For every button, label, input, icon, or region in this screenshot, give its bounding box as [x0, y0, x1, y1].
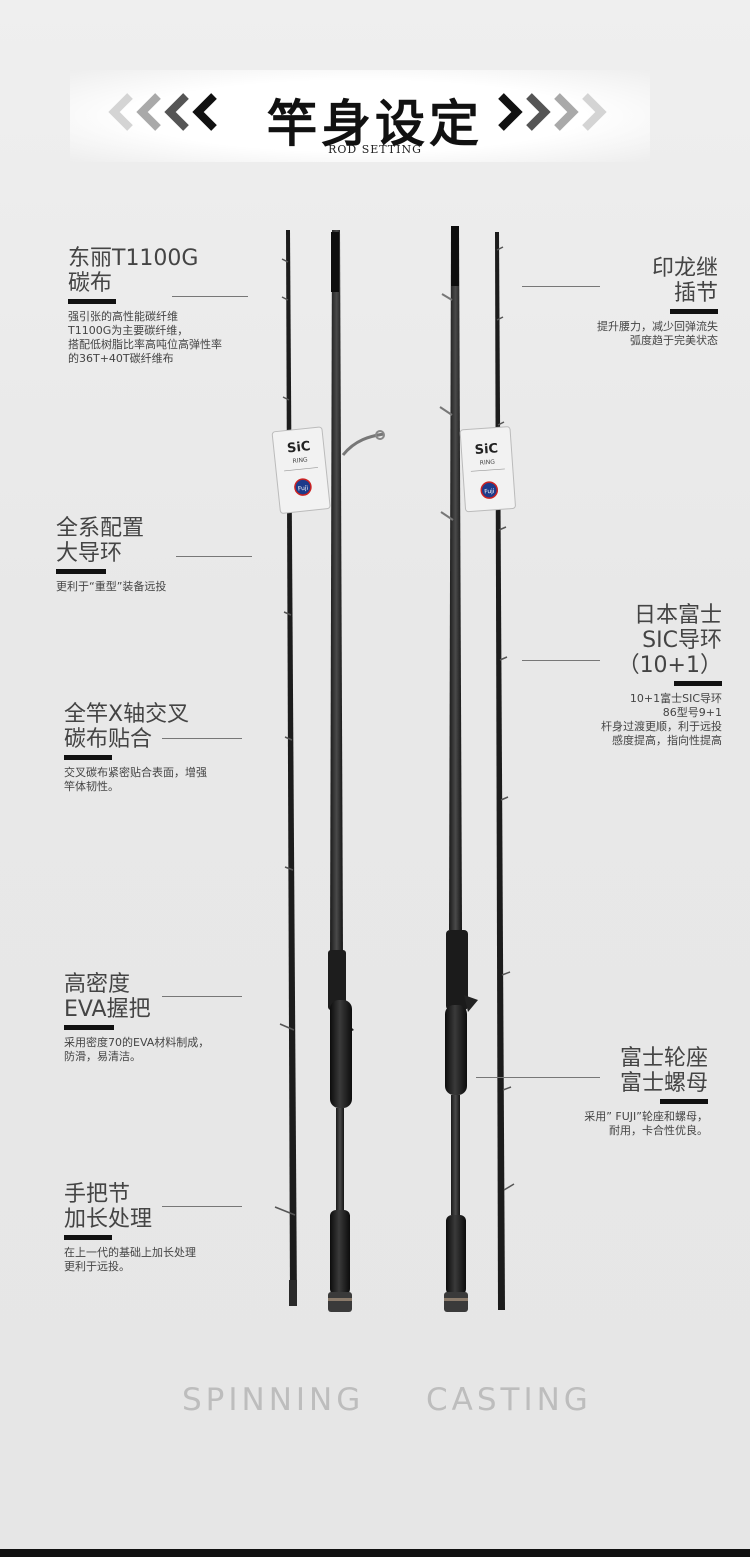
- feature-underline: [56, 569, 106, 574]
- casting-main-section: [439, 226, 478, 1312]
- feature-title: 碳布: [68, 271, 113, 296]
- leader-line: [162, 996, 242, 997]
- feature-desc: 更利于“重型”装备远投: [56, 580, 167, 593]
- feature-title: 高密度: [64, 972, 131, 997]
- tag-right-line1: RING: [480, 459, 496, 467]
- feature-title: 全竿X轴交叉: [64, 702, 190, 727]
- leader-line: [522, 286, 600, 287]
- casting-tip-section: [495, 232, 505, 1310]
- feature-fuji-sic-guides: 日本富士 SIC导环 （10+1） 10+1富士SIC导环 86型号9+1 杆身…: [601, 603, 722, 748]
- tag-right-brand: SiC: [474, 441, 498, 458]
- footer-strip: [0, 1549, 750, 1557]
- feature-underline: [674, 681, 722, 686]
- feature-desc: 交叉碳布紧密贴合表面，增强 竿体韧性。: [64, 766, 207, 793]
- tag-left-brand: SiC: [286, 439, 311, 456]
- feature-underline: [64, 755, 112, 760]
- feature-title: 全系配置: [56, 516, 145, 541]
- feature-title: 手把节: [64, 1182, 131, 1207]
- leader-line: [162, 1206, 242, 1207]
- feature-title: 富士轮座: [619, 1046, 708, 1071]
- leader-line: [476, 1077, 600, 1078]
- page-subtitle: ROD SETTING: [328, 143, 422, 156]
- feature-underline: [64, 1235, 112, 1240]
- header-band: [70, 70, 650, 162]
- feature-title: 加长处理: [64, 1207, 153, 1232]
- feature-title: 富士螺母: [619, 1071, 708, 1096]
- tag-left-logo: Fuji: [298, 485, 309, 493]
- page-title: 竿身设定: [267, 95, 483, 153]
- feature-fuji-reel-seat: 富士轮座 富士螺母 采用” FUJI”轮座和螺母， 耐用，卡合性优良。: [584, 1046, 708, 1138]
- feature-x-axis-carbon: 全竿X轴交叉 碳布贴合 交叉碳布紧密贴合表面，增强 竿体韧性。: [64, 702, 207, 794]
- sic-ring-tag-left: SiC RING Fuji: [271, 426, 331, 514]
- leader-line: [176, 556, 252, 557]
- feature-title: （10+1）: [617, 653, 722, 678]
- feature-spigot-ferrule: 印龙继 插节 提升腰力，减少回弹流失 弧度趋于完美状态: [597, 256, 718, 348]
- feature-desc: 采用密度70的EVA材料制成， 防滑，易清洁。: [64, 1036, 210, 1063]
- feature-underline: [64, 1025, 114, 1030]
- feature-desc: 提升腰力，减少回弹流失 弧度趋于完美状态: [597, 320, 718, 347]
- feature-underline: [670, 309, 718, 314]
- feature-underline: [68, 299, 116, 304]
- feature-eva-grip: 高密度 EVA握把 采用密度70的EVA材料制成， 防滑，易清洁。: [64, 972, 209, 1064]
- tag-left-line1: RING: [292, 456, 308, 465]
- leader-line: [522, 660, 600, 661]
- feature-title: SIC导环: [642, 628, 722, 653]
- casting-label: CASTING: [426, 1382, 592, 1418]
- leader-line: [172, 296, 248, 297]
- chevrons-left-icon: [108, 92, 228, 132]
- spinning-main-section: [328, 230, 385, 1312]
- feature-title: 东丽T1100G: [68, 246, 199, 271]
- feature-title: 印龙继: [651, 256, 718, 281]
- feature-title: 大导环: [56, 541, 123, 566]
- sic-ring-tag-right: SiC RING Fuji: [459, 426, 516, 513]
- feature-underline: [660, 1099, 708, 1104]
- feature-toray-carbon: 东丽T1100G 碳布 强引张的高性能碳纤维 T1100G为主要碳纤维， 搭配低…: [68, 246, 222, 366]
- feature-large-guides: 全系配置 大导环 更利于“重型”装备远投: [56, 516, 166, 594]
- feature-desc: 在上一代的基础上加长处理 更利于远投。: [64, 1246, 196, 1273]
- feature-title: EVA握把: [64, 997, 151, 1022]
- leader-line: [162, 738, 242, 739]
- spinning-label: SPINNING: [182, 1382, 365, 1418]
- feature-title: 日本富士: [633, 603, 722, 628]
- feature-title: 碳布贴合: [64, 727, 153, 752]
- casting-tip-guides: [496, 246, 515, 1191]
- chevrons-right-icon: [495, 92, 615, 132]
- feature-desc: 10+1富士SIC导环 86型号9+1 杆身过渡更顺，利于远投 感度提高，指向性…: [601, 692, 722, 747]
- feature-desc: 强引张的高性能碳纤维 T1100G为主要碳纤维， 搭配低树脂比率高吨位高弹性率 …: [68, 310, 222, 365]
- feature-title: 插节: [673, 281, 718, 306]
- feature-extended-handle: 手把节 加长处理 在上一代的基础上加长处理 更利于远投。: [64, 1182, 196, 1274]
- tag-right-logo: Fuji: [484, 488, 495, 496]
- spinning-tip-section: [286, 230, 297, 1306]
- feature-desc: 采用” FUJI”轮座和螺母， 耐用，卡合性优良。: [584, 1110, 708, 1137]
